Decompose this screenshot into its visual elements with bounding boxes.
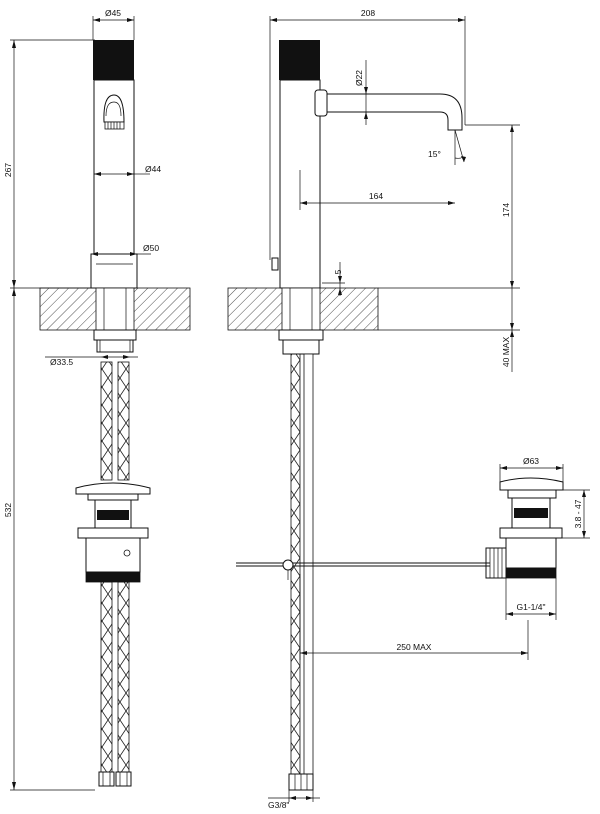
waste-dia-label: Ø63 [523, 456, 539, 466]
spout-angle-label: 15° [428, 149, 441, 159]
front-view: 267 532 Ø45 Ø44 Ø50 [3, 8, 191, 791]
front-waste-cap [75, 482, 151, 495]
knurled-handle [93, 40, 134, 80]
spout-height-label: 174 [501, 203, 511, 217]
shank-dia-label: Ø33.5 [50, 357, 73, 367]
waste-range-label: 3.8 - 47 [573, 499, 583, 528]
side-spout [320, 93, 463, 131]
spout-dia-label: Ø22 [354, 70, 364, 86]
side-view: 208 Ø22 15° 164 174 [227, 8, 590, 810]
base-offset-label: 5 [333, 269, 343, 274]
deck-max-label: 40 MAX [501, 337, 511, 368]
cap-dia-label: Ø45 [105, 8, 121, 18]
hose-thread-label: G3/8" [268, 800, 289, 810]
base-dia-label: Ø50 [143, 243, 159, 253]
hose-left-lower [100, 581, 113, 773]
rod-max-label: 250 MAX [397, 642, 432, 652]
waste-thread-label: G1-1/4" [516, 602, 545, 612]
side-waste-cap [499, 477, 564, 491]
height-label-lower: 532 [3, 503, 13, 517]
hose-left-upper [100, 361, 113, 481]
spout-reach-label: 164 [369, 191, 383, 201]
side-width-label: 208 [361, 8, 375, 18]
hose-right-upper [117, 361, 130, 481]
body-dia-label: Ø44 [145, 164, 161, 174]
hose-right-lower [117, 581, 130, 773]
side-knurled-handle [279, 40, 320, 80]
front-base [90, 253, 138, 289]
height-label-upper: 267 [3, 163, 13, 177]
